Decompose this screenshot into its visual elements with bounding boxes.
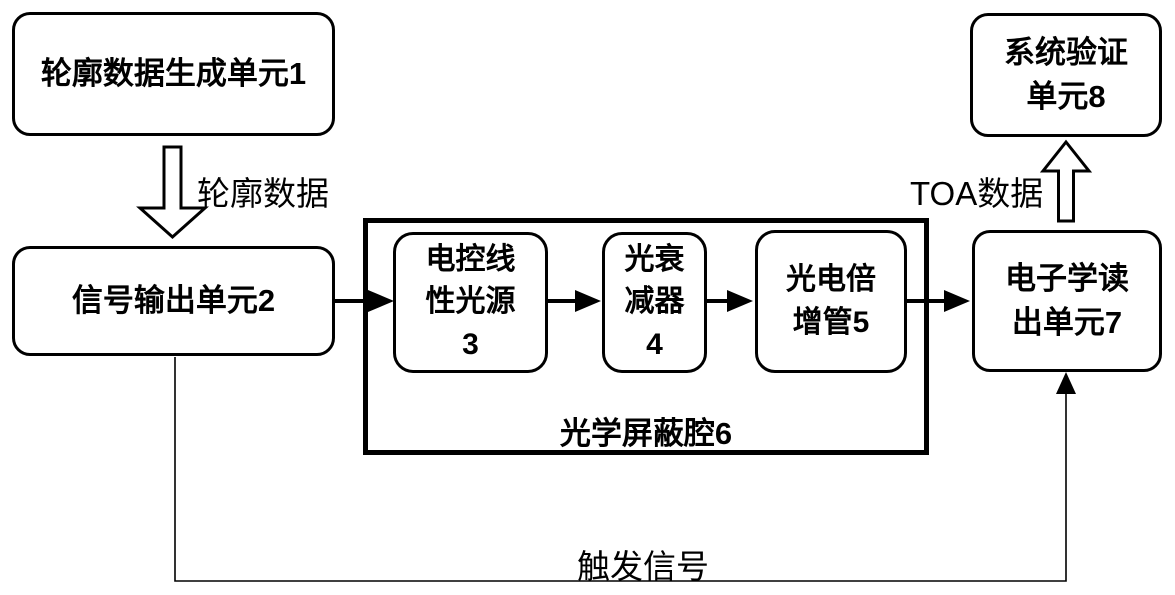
edge-label-toa-data: TOA数据 [910, 175, 1044, 212]
node-label-optical-shielding-cavity: 光学屏蔽腔6 [559, 416, 733, 451]
node-electronics-readout-unit-7: 电子学读 出单元7 [972, 230, 1162, 372]
block-arrow-unit7-to-unit8 [1039, 139, 1093, 223]
node-label: 电子学读 出单元7 [1005, 260, 1129, 340]
node-signal-output-unit-2: 信号输出单元2 [12, 246, 335, 356]
node-label: 轮廓数据生成单元1 [40, 55, 307, 91]
edge-label-contour-data: 轮廓数据 [197, 175, 329, 212]
node-electrically-controlled-linear-light-source-3: 电控线 性光源 3 [393, 232, 548, 373]
edge-label-trigger-signal: 触发信号 [577, 548, 709, 585]
arrow-unit3-to-unit4 [548, 290, 601, 312]
node-contour-data-generation-unit-1: 轮廓数据生成单元1 [12, 12, 335, 136]
node-label: 系统验证 单元8 [1004, 34, 1128, 114]
node-label: 光衰 减器 4 [624, 242, 685, 361]
node-label: 电控线 性光源 3 [425, 242, 516, 361]
arrow-unit4-to-unit5 [707, 290, 753, 312]
node-label: 信号输出单元2 [71, 282, 276, 318]
node-optical-attenuator-4: 光衰 减器 4 [602, 232, 707, 373]
node-photomultiplier-tube-5: 光电倍 增管5 [755, 230, 907, 373]
trigger-signal-wire [174, 357, 1076, 582]
node-optical-shielding-cavity-6 [363, 218, 929, 455]
block-arrow-unit1-to-unit2 [136, 145, 209, 240]
node-label: 光电倍 增管5 [786, 262, 876, 339]
node-system-verification-unit-8: 系统验证 单元8 [970, 13, 1162, 137]
